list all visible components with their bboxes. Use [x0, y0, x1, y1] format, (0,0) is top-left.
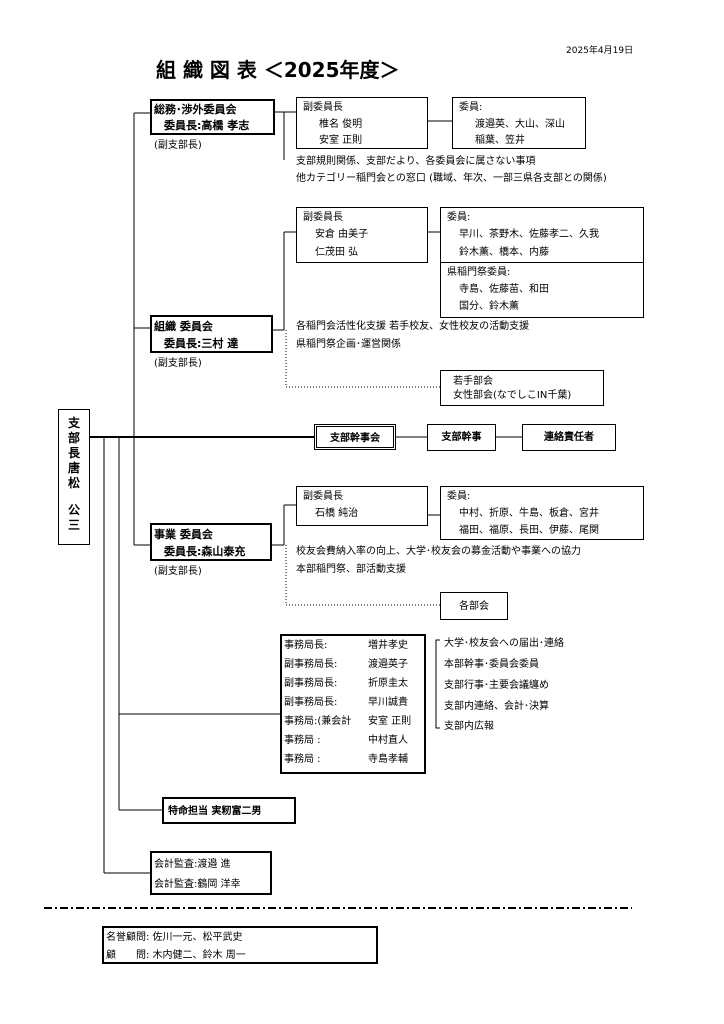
president-char: 松 — [67, 476, 80, 490]
jimukyoku-duty: 支部行事･主要会議纏め — [444, 680, 549, 691]
jigyo-members-box: 委員: 中村、折原、牛島、板倉、宮井 福田、福原、長田、伊藤、尾関 — [440, 486, 644, 540]
somu-desc: 他カテゴリー稲門会との窓口 (職域、年次、一部三県各支部との関係) — [296, 173, 607, 184]
soshiki-sub-box: 若手部会 女性部会(なでしこIN千葉) — [440, 370, 604, 406]
kansa-line: 会計監査:鶴岡 洋幸 — [154, 879, 241, 890]
kansa-line: 会計監査:渡邉 進 — [154, 859, 231, 870]
soshiki-sub-line: 女性部会(なでしこIN千葉) — [453, 390, 572, 401]
jigyo-chair: 委員長:森山泰充 — [164, 545, 246, 558]
soshiki-desc: 県稲門祭企画･運営関係 — [296, 339, 401, 350]
honorary-line: 名誉顧問: 佐川一元、松平武史 — [106, 932, 243, 943]
president-char: 三 — [67, 518, 80, 532]
soshiki-ken-line: 寺島、佐藤苗、和田 — [459, 284, 549, 295]
somu-committee-box: 総務･渉外委員会 委員長:高橋 孝志 — [150, 99, 275, 135]
tokumei-label: 特命担当 実籾富二男 — [168, 806, 262, 817]
jimukyoku-role: 副事務局長: — [284, 659, 338, 670]
somu-members-box: 委員: 渡邉英、大山、深山 稲葉、笠井 — [452, 97, 586, 149]
renraku-label: 連絡責任者 — [544, 432, 594, 443]
jigyo-sub-label: 各部会 — [459, 601, 489, 612]
jigyo-sub-box: 各部会 — [440, 592, 508, 620]
kansa-box: 会計監査:渡邉 進 会計監査:鶴岡 洋幸 — [150, 851, 272, 895]
date: 2025年4月19日 — [566, 46, 634, 56]
jimukyoku-person: 中村直人 — [368, 735, 408, 746]
kanji-label: 支部幹事 — [441, 432, 482, 443]
president-char: 公 — [67, 503, 80, 517]
soshiki-members-box: 委員: 早川、茶野木、佐藤孝二、久我 鈴木薫、橋本、内藤 — [440, 207, 644, 263]
kanji-box: 支部幹事 — [427, 424, 496, 451]
jimukyoku-role: 事務局 : — [284, 754, 321, 765]
jimukyoku-duty: 大学･校友会への届出･連絡 — [444, 638, 564, 649]
soshiki-committee-box: 組織 委員会 委員長:三村 達 — [150, 315, 273, 353]
somu-vice-title: 副委員長 — [303, 102, 343, 113]
soshiki-vice-title: 副委員長 — [303, 212, 343, 223]
jimukyoku-duty: 本部幹事･委員会委員 — [444, 659, 539, 670]
somu-vice-member: 椎名 俊明 — [319, 119, 363, 130]
somu-member-line: 稲葉、笠井 — [475, 135, 525, 146]
soshiki-sub-line: 若手部会 — [453, 376, 493, 387]
jigyo-members-title: 委員: — [447, 491, 471, 502]
soshiki-vice-member: 仁茂田 弘 — [315, 247, 359, 258]
jigyo-member-line: 中村、折原、牛島、板倉、宮井 — [459, 508, 599, 519]
president-char: 長 — [67, 446, 80, 460]
jimukyoku-person: 折原圭太 — [368, 678, 408, 689]
jimukyoku-person: 安室 正則 — [368, 716, 412, 727]
president-char: 部 — [67, 431, 80, 445]
jimukyoku-role: 事務局:(兼会計 — [284, 716, 352, 727]
jimukyoku-role: 副事務局長: — [284, 697, 338, 708]
somu-chair: 委員長:高橋 孝志 — [164, 119, 250, 132]
jimukyoku-person: 増井孝史 — [368, 640, 408, 651]
jimukyoku-person: 渡邉英子 — [368, 659, 408, 670]
somu-name: 総務･渉外委員会 — [154, 103, 237, 116]
soshiki-note: (副支部長) — [154, 358, 202, 369]
president-char: 唐 — [67, 461, 80, 475]
soshiki-name: 組織 委員会 — [154, 320, 213, 333]
jimukyoku-role: 事務局長: — [284, 640, 328, 651]
jigyo-name: 事業 委員会 — [154, 528, 213, 541]
soshiki-vice-box: 副委員長 安倉 由美子 仁茂田 弘 — [296, 207, 428, 263]
soshiki-members-title: 委員: — [447, 212, 471, 223]
page-title: 組 織 図 表 ＜2025年度＞ — [156, 58, 400, 82]
somu-note: (副支部長) — [154, 140, 202, 151]
jimukyoku-person: 早川誠貴 — [368, 697, 408, 708]
kanjikai-box: 支部幹事会 — [314, 424, 396, 450]
jimukyoku-duty: 支部内連絡、会計･決算 — [444, 701, 549, 712]
honorary-line: 顧 問: 木内健二、鈴木 周一 — [106, 950, 246, 961]
tokumei-box: 特命担当 実籾富二男 — [162, 797, 296, 824]
renraku-box: 連絡責任者 — [522, 424, 616, 451]
jigyo-vice-box: 副委員長 石橋 純治 — [296, 486, 428, 526]
somu-desc: 支部規則関係、支部だより、各委員会に属さない事項 — [296, 156, 536, 167]
jigyo-member-line: 福田、福原、長田、伊藤、尾関 — [459, 525, 599, 536]
soshiki-ken-line: 国分、鈴木薫 — [459, 301, 519, 312]
soshiki-ken-box: 県稲門祭委員: 寺島、佐藤苗、和田 国分、鈴木薫 — [440, 262, 644, 318]
jigyo-desc: 校友会費納入率の向上、大学･校友会の募金活動や事業への協力 — [296, 546, 581, 557]
jigyo-vice-title: 副委員長 — [303, 491, 343, 502]
jigyo-note: (副支部長) — [154, 566, 202, 577]
honorary-box: 名誉顧問: 佐川一元、松平武史 顧 問: 木内健二、鈴木 周一 — [102, 926, 378, 964]
jimukyoku-role: 事務局 : — [284, 735, 321, 746]
jimukyoku-person: 寺島孝輔 — [368, 754, 408, 765]
soshiki-ken-title: 県稲門祭委員: — [447, 267, 511, 278]
soshiki-desc: 各稲門会活性化支援 若手校友、女性校友の活動支援 — [296, 321, 530, 332]
soshiki-member-line: 鈴木薫、橋本、内藤 — [459, 247, 549, 258]
somu-member-line: 渡邉英、大山、深山 — [475, 119, 565, 130]
somu-vice-member: 安室 正則 — [319, 135, 363, 146]
jigyo-vice-member: 石橋 純治 — [315, 508, 359, 519]
soshiki-member-line: 早川、茶野木、佐藤孝二、久我 — [459, 229, 599, 240]
jimukyoku-duty: 支部内広報 — [444, 721, 494, 732]
jimukyoku-box: 事務局長: 増井孝史 副事務局長: 渡邉英子 副事務局長: 折原圭太 副事務局長… — [280, 634, 426, 774]
president-box: 支 部 長 唐 松 公 三 — [58, 409, 90, 545]
jigyo-desc: 本部稲門祭、部活動支援 — [296, 564, 406, 575]
kanjikai-label: 支部幹事会 — [330, 433, 380, 444]
soshiki-vice-member: 安倉 由美子 — [315, 229, 369, 240]
somu-members-title: 委員: — [459, 102, 483, 113]
soshiki-chair: 委員長:三村 達 — [164, 337, 239, 350]
president-char: 支 — [67, 416, 80, 430]
jimukyoku-role: 副事務局長: — [284, 678, 338, 689]
jigyo-committee-box: 事業 委員会 委員長:森山泰充 — [150, 523, 272, 561]
somu-vice-box: 副委員長 椎名 俊明 安室 正則 — [296, 97, 428, 149]
